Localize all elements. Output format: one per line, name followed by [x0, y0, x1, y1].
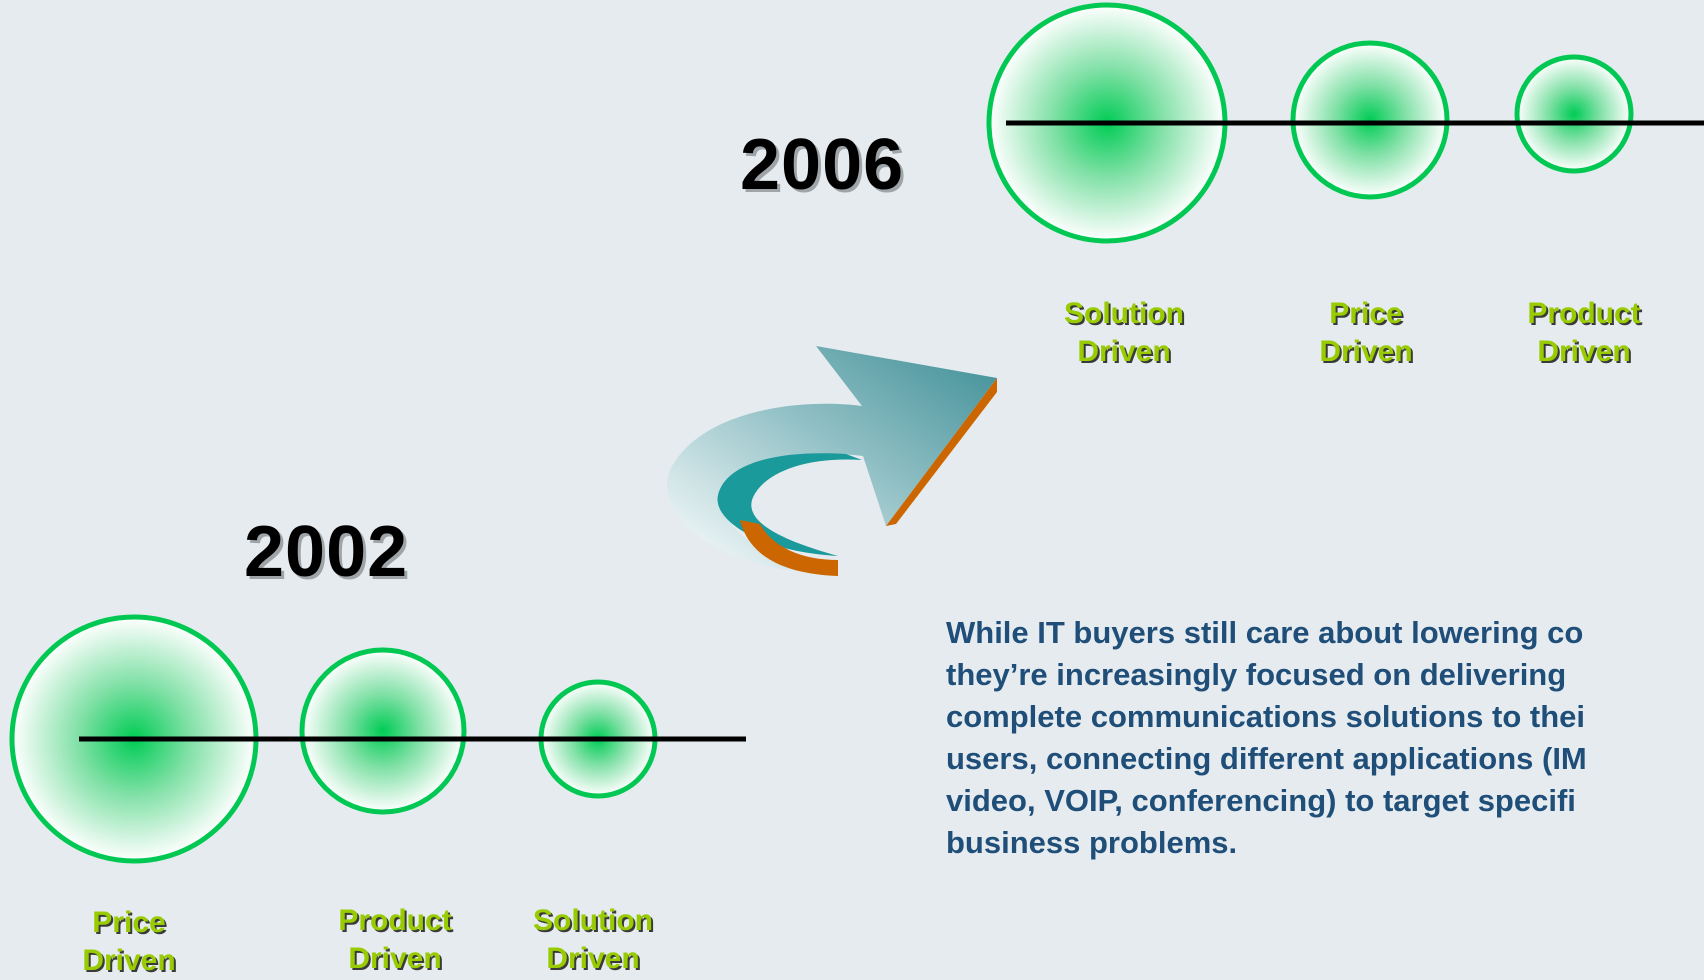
paragraph-line: they’re increasingly focused on deliveri…: [946, 657, 1567, 692]
label-solution-driven-2002: Solution Driven: [493, 902, 693, 978]
label-line2: Driven: [348, 942, 442, 975]
label-line2: Driven: [546, 942, 640, 975]
label-line2: Driven: [1319, 335, 1413, 368]
label-price-driven-2002: Price Driven: [29, 904, 229, 980]
paragraph-line: complete communications solutions to the…: [946, 699, 1586, 734]
label-solution-driven-2006: Solution Driven: [1024, 295, 1224, 371]
label-price-driven-2006: Price Driven: [1266, 295, 1466, 371]
label-line1: Solution: [1064, 297, 1184, 330]
label-line1: Solution: [533, 904, 653, 937]
circle-price-2006: [1290, 40, 1450, 200]
curved-arrow-icon: [667, 346, 997, 576]
row-2006-circles: [986, 2, 1704, 244]
paragraph-line: video, VOIP, conferencing) to target spe…: [946, 783, 1576, 818]
circle-product-2006: [1514, 54, 1634, 174]
paragraph-line: business problems.: [946, 825, 1238, 860]
description-paragraph: While IT buyers still care about lowerin…: [946, 612, 1704, 864]
label-line2: Driven: [1077, 335, 1171, 368]
label-line1: Product: [1527, 297, 1641, 330]
year-2006: 2006: [740, 125, 905, 205]
label-line1: Price: [92, 906, 166, 939]
year-2002: 2002: [244, 512, 409, 592]
label-line1: Product: [338, 904, 452, 937]
paragraph-line: While IT buyers still care about lowerin…: [946, 615, 1584, 650]
row-2002-circles: [9, 614, 746, 864]
label-line1: Price: [1329, 297, 1403, 330]
label-product-driven-2006: Product Driven: [1484, 295, 1684, 371]
label-product-driven-2002: Product Driven: [295, 902, 495, 978]
label-line2: Driven: [1537, 335, 1631, 368]
label-line2: Driven: [82, 944, 176, 977]
paragraph-line: users, connecting different applications…: [946, 741, 1587, 776]
circle-product-2002: [299, 647, 467, 815]
